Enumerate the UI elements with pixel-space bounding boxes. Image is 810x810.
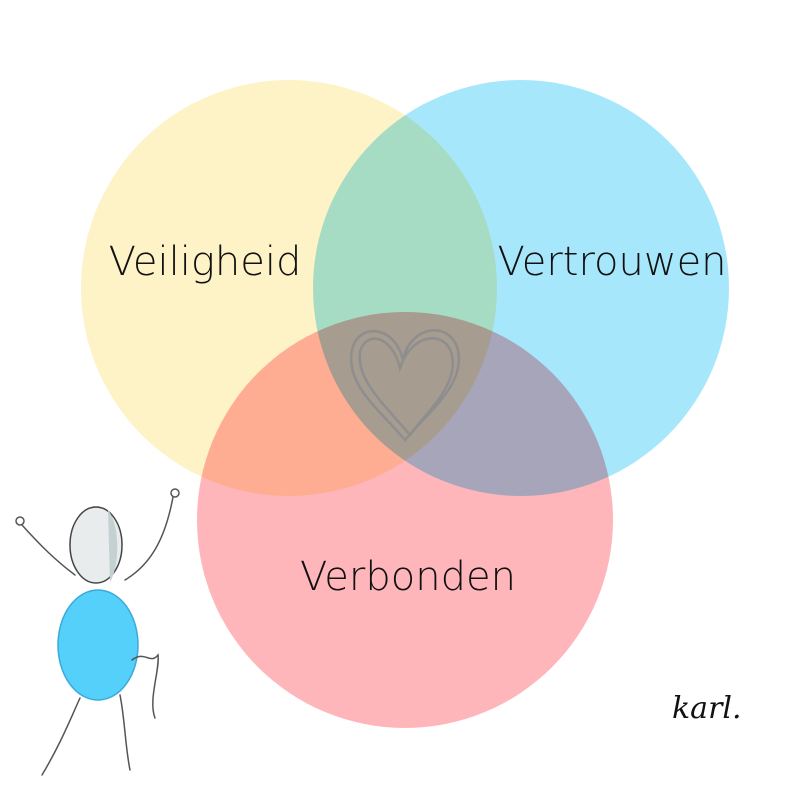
heart-icon	[349, 329, 461, 442]
circle-verbonden	[197, 312, 613, 728]
label-vertrouwen: Vertrouwen	[497, 239, 726, 285]
label-veiligheid: Veiligheid	[109, 239, 302, 285]
stick-figure	[15, 488, 180, 776]
label-verbonden: Verbonden	[300, 554, 516, 600]
signature: karl.	[672, 691, 742, 726]
